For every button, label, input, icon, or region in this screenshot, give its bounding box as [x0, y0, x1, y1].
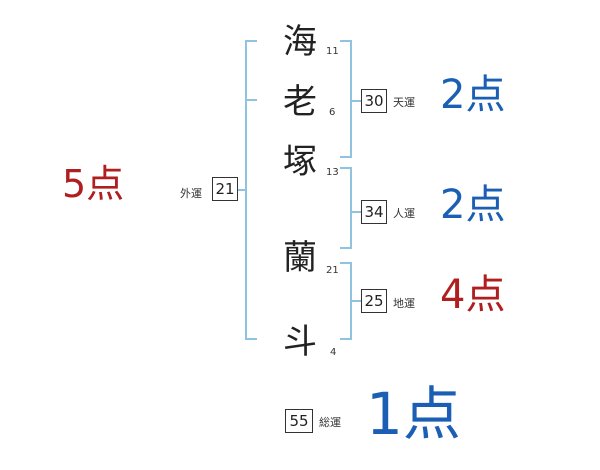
tenun-bracket-connector	[352, 100, 361, 102]
outer-bracket-mid-tick	[245, 99, 257, 101]
chiun-bracket	[340, 262, 352, 340]
gaiun-value-box: 21	[212, 177, 238, 201]
souun-score: 1点	[366, 380, 461, 448]
gaiun-score: 5点	[62, 162, 125, 206]
jinun-label: 人運	[393, 207, 415, 220]
tenun-bracket	[340, 40, 352, 158]
jinun-bracket	[340, 167, 352, 249]
outer-bracket-connector	[237, 189, 245, 191]
name-char-3: 塚	[283, 142, 317, 182]
jinun-score: 2点	[440, 182, 506, 228]
name-char-1: 海	[283, 22, 317, 62]
souun-value-box: 55	[285, 409, 313, 433]
tenun-score: 2点	[440, 72, 506, 118]
stroke-count-1: 11	[326, 46, 339, 57]
tenun-value-box: 30	[361, 89, 387, 113]
outer-bracket	[245, 40, 257, 340]
name-char-4: 蘭	[283, 238, 317, 278]
tenun-label: 天運	[393, 96, 415, 109]
stroke-count-4: 21	[326, 265, 339, 276]
chiun-bracket-connector	[352, 300, 361, 302]
name-char-5: 斗	[283, 322, 317, 362]
chiun-value-box: 25	[361, 289, 387, 313]
souun-label: 総運	[319, 416, 341, 429]
stroke-count-2: 6	[329, 107, 336, 118]
jinun-value-box: 34	[361, 200, 387, 224]
jinun-bracket-connector	[352, 211, 361, 213]
stroke-count-3: 13	[326, 167, 339, 178]
stroke-count-5: 4	[330, 347, 337, 358]
chiun-score: 4点	[440, 272, 506, 318]
name-char-2: 老	[283, 82, 317, 122]
chiun-label: 地運	[393, 297, 415, 310]
gaiun-label: 外運	[180, 187, 202, 200]
